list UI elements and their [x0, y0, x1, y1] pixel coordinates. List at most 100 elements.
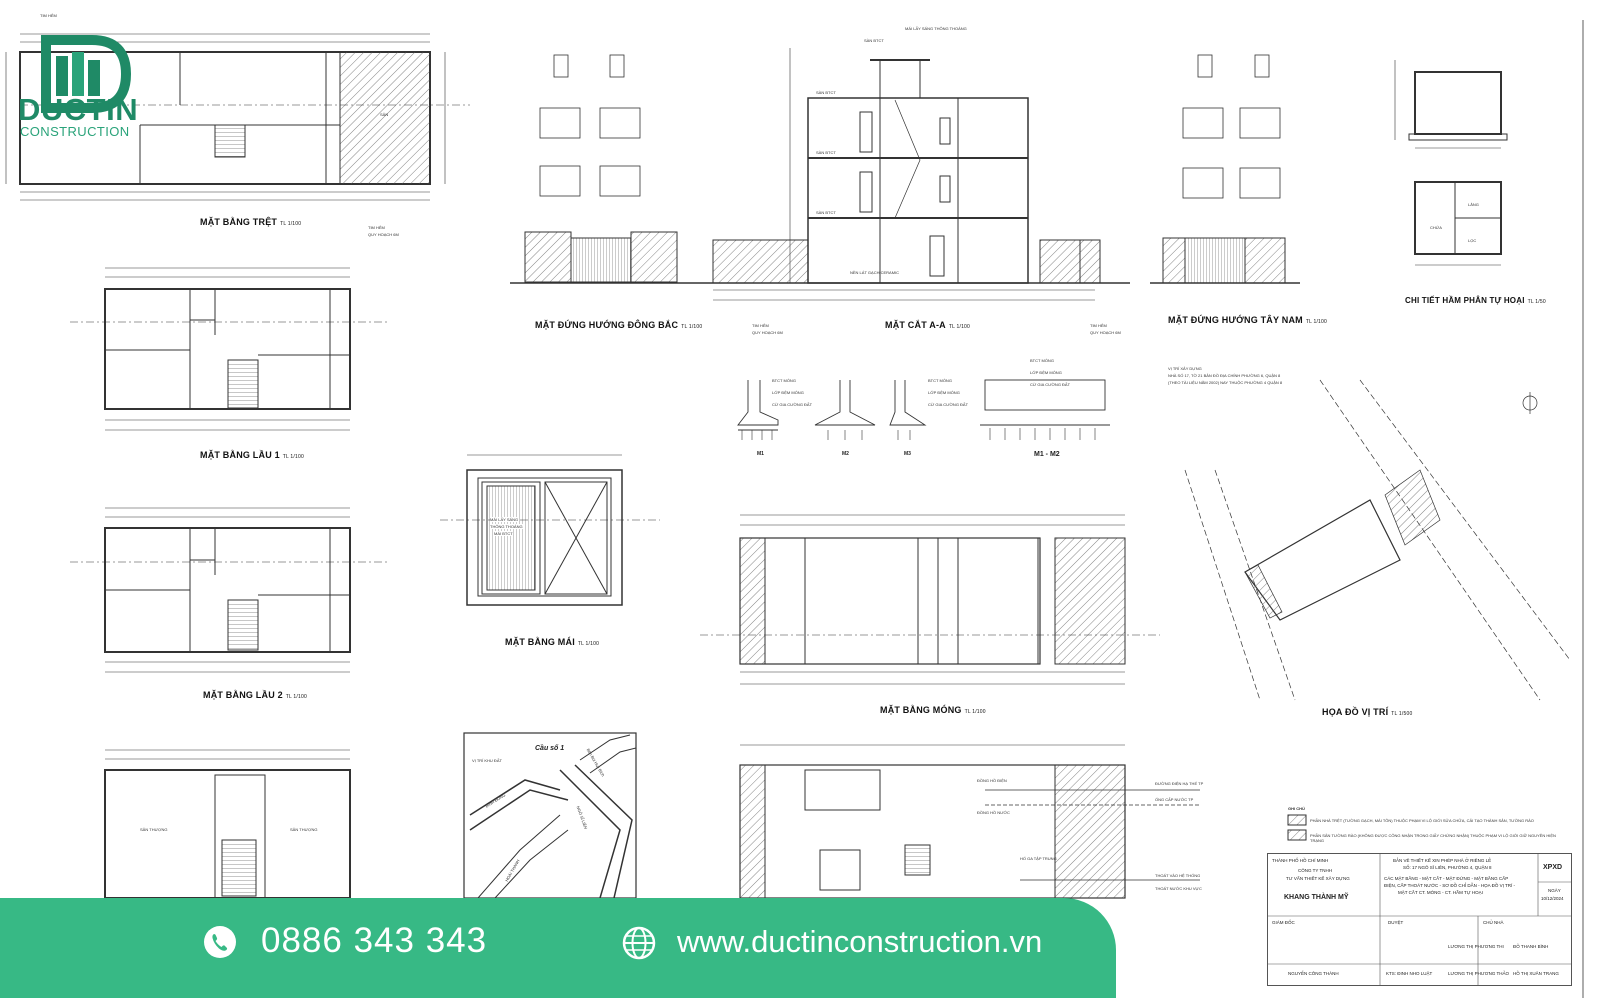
tb-company2: TƯ VẤN THIẾT KẾ XÂY DỰNG	[1286, 876, 1350, 881]
brand-tagline: CONSTRUCTION	[20, 124, 130, 139]
tb-duyet: DUYỆT	[1388, 920, 1404, 925]
note-san-btct-2: SÀN BTCT	[816, 150, 836, 155]
tb-designer1: LƯƠNG THỊ PHƯƠNG THI	[1448, 944, 1504, 949]
floor1-plan	[70, 267, 390, 431]
title-block-grid	[1268, 854, 1571, 985]
site-map	[1184, 379, 1571, 701]
note-nen-lat: NỀN LÁT GẠCH CERAMIC	[850, 270, 900, 275]
note-tim-hem-2: TIM HẺM	[368, 225, 385, 230]
note-tim-hem-3: TIM HẺM	[752, 323, 769, 328]
util-thoat-vao: THOÁT VÀO HỆ THỐNG	[1155, 873, 1201, 878]
note-quy-hoach-3: QUY HOẠCH 6M	[752, 330, 783, 335]
fdn-note-cu-2: CỪ GIA CƯỜNG ĐẤT	[928, 402, 969, 407]
site-note-2: NHÀ SỐ 17, TỜ 21 BẢN ĐỒ ĐỊA CHÍNH PHƯỜNG…	[1168, 373, 1281, 378]
fdn-note-btct-1: BTCT MÓNG	[772, 378, 796, 383]
note-quy-hoach: QUY HOẠCH 6M	[368, 232, 399, 237]
util-duong-dien: ĐƯỜNG ĐIỆN HẠ THẾ TP	[1155, 781, 1204, 786]
tb-content2: ĐIỆN, CẤP THOÁT NƯỚC - SƠ ĐỒ CHỈ DẪN - H…	[1384, 883, 1515, 888]
roof-plan	[440, 454, 660, 606]
note-san-btct-1: SÀN BTCT	[816, 90, 836, 95]
phone-icon[interactable]	[203, 925, 237, 959]
globe-icon[interactable]	[622, 926, 656, 960]
roof-note-1: MÁI LẤY SÁNG	[490, 517, 519, 522]
fdn-note-cu-1: CỪ GIA CƯỜNG ĐẤT	[772, 402, 813, 407]
legend	[1287, 814, 1307, 841]
tb-address: SỐ: 17 NGÔ SĨ LIÊN, PHƯỜNG 4, QUẬN 8	[1403, 865, 1492, 870]
elevation-northeast	[510, 54, 700, 284]
septic-loc: LỌC	[1468, 238, 1477, 243]
terrace-plan	[104, 749, 351, 899]
septic-chua: CHỨA	[1430, 225, 1442, 230]
foundation-details	[737, 379, 1110, 440]
tb-date-label: NGÀY	[1548, 888, 1561, 893]
legend-text-1: PHẦN NHÀ TRỆT (TƯỜNG GẠCH, MÁI TÔN) THUỘ…	[1310, 818, 1534, 823]
fdn-label-m3: M3	[904, 451, 911, 457]
fdn-note-dem-1: LỚP ĐỆM MÓNG	[772, 390, 804, 395]
tb-sign3: LƯƠNG THỊ PHƯƠNG THẢO	[1448, 971, 1509, 976]
util-ong-cap-nuoc: ỐNG CẤP NƯỚC TP	[1155, 797, 1194, 802]
fdn-note-cu-3: CỪ GIA CƯỜNG ĐẤT	[1030, 382, 1071, 387]
fdn-note-btct-2: BTCT MÓNG	[928, 378, 952, 383]
note-san: SÂN	[380, 112, 389, 117]
tb-chu-nha: CHỦ NHÀ	[1483, 920, 1504, 925]
tb-company1: CÔNG TY TNHH	[1298, 868, 1333, 873]
map-cau-so1: Cầu số 1	[535, 745, 565, 752]
septic-detail	[1394, 60, 1508, 266]
tb-content1: CÁC MẶT BẰNG - MẶT CẮT - MẶT ĐỨNG - MẶT …	[1384, 876, 1509, 881]
tb-date: 10/12/2024	[1541, 896, 1564, 901]
tb-code: XPXD	[1543, 864, 1563, 871]
utility-plan	[739, 744, 1200, 899]
elevation-southwest	[1150, 54, 1300, 284]
tb-project: BẢN VẼ THIẾT KẾ XIN PHÉP NHÀ Ở RIÊNG LẺ	[1393, 858, 1492, 863]
contact-bar	[0, 898, 1116, 998]
fdn-note-dem-2: LỚP ĐỆM MÓNG	[928, 390, 960, 395]
util-thoat-nuoc: THOÁT NƯỚC KHU VỰC	[1155, 886, 1202, 891]
fdn-label-m1-m2: M1 - M2	[1034, 451, 1060, 458]
website-link[interactable]: www.ductinconstruction.vn	[677, 924, 1043, 959]
tb-sign2: KTS: ĐINH NHO LUẬT	[1386, 971, 1433, 976]
tb-director: GIÁM ĐỐC	[1272, 920, 1295, 925]
map-vi-tri: VỊ TRÍ KHU ĐẤT	[472, 758, 502, 763]
tb-city: THÀNH PHỐ HỒ CHÍ MINH	[1272, 858, 1329, 863]
tb-company-name: KHANG THÀNH MỸ	[1284, 894, 1349, 901]
roof-note-3: MÁI BTCT	[494, 531, 513, 536]
note-tim-hem: TIM HẺM	[40, 13, 57, 18]
septic-lang: LẮNG	[1468, 202, 1479, 207]
note-quy-hoach-4: QUY HOẠCH 6M	[1090, 330, 1121, 335]
site-note-1: VỊ TRÍ XÂY DỰNG	[1168, 366, 1202, 371]
fdn-note-dem-3: LỚP ĐỆM MÓNG	[1030, 370, 1062, 375]
ductin-logo-icon	[41, 35, 132, 113]
note-san-btct-top: SÀN BTCT	[864, 38, 884, 43]
tb-content3: MẶT CẮT CT. MÓNG - CT. HẦM TỰ HOẠI	[1398, 890, 1483, 895]
fdn-label-m1: M1	[757, 451, 764, 457]
fdn-label-m2: M2	[842, 451, 849, 457]
title-block: THÀNH PHỐ HỒ CHÍ MINH CÔNG TY TNHH TƯ VẤ…	[1267, 853, 1572, 986]
util-dong-ho-dien: ĐỒNG HỒ ĐIỆN	[977, 778, 1007, 783]
terrace-label-1: SÂN THƯỢNG	[140, 827, 168, 832]
floor2-plan	[70, 507, 390, 673]
tb-designer2: ĐỖ THANH BÌNH	[1513, 944, 1549, 949]
brand-name: DUCTIN	[18, 92, 139, 127]
site-note-3: (THEO TÀI LIỆU NĂM 2002) NAY THUỘC PHƯỜN…	[1168, 380, 1283, 385]
section-aa	[700, 48, 1130, 301]
ground-floor-plan	[5, 33, 470, 201]
note-mai-lay-sang: MÁI LẤY SÁNG THÔNG THOÁNG	[905, 26, 967, 31]
terrace-label-2: SÂN THƯỢNG	[290, 827, 318, 832]
fdn-note-btct-3: BTCT MÓNG	[1030, 358, 1054, 363]
legend-text-2: PHẦN SÂN TƯỜNG RÀO (KHÔNG ĐƯỢC CÔNG NHẬN…	[1310, 833, 1556, 843]
util-ho-ga: HỐ GA TẬP TRUNG	[1020, 856, 1057, 861]
note-tim-hem-4: TIM HẺM	[1090, 323, 1107, 328]
phone-number[interactable]: 0886 343 343	[261, 921, 488, 960]
foundation-plan	[700, 514, 1160, 685]
